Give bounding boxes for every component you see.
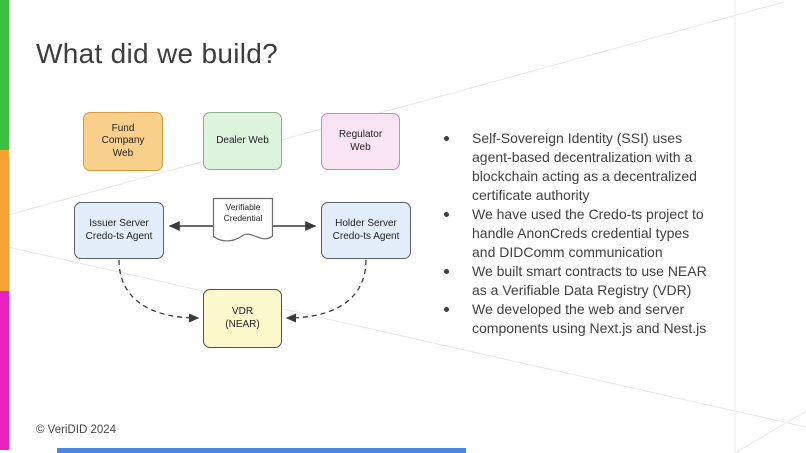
bullet-item-near: We built smart contracts to use NEAR as … <box>430 262 736 300</box>
node-dealer-web-label: Dealer Web <box>216 134 269 146</box>
decor-diagonal-line-lower <box>7 246 806 428</box>
node-holder-server-label: Holder Server Credo-ts Agent <box>332 218 400 242</box>
bullet-list: Self-Sovereign Identity (SSI) uses agent… <box>430 129 736 338</box>
issuer-to-vdr-dashed-arrow <box>118 259 200 323</box>
decor-diagonal-line-upper <box>7 1 785 216</box>
bottom-blue-strip <box>57 448 466 453</box>
accent-bar-magenta <box>0 291 9 450</box>
node-holder-server: Holder Server Credo-ts Agent <box>321 202 411 259</box>
node-issuer-server: Issuer Server Credo-ts Agent <box>74 202 164 259</box>
node-regulator-web-label: Regulator Web <box>338 129 383 153</box>
node-fund-company-web: Fund Company Web <box>83 112 163 171</box>
verifiable-credential-label: Verifiable Credential <box>223 202 263 223</box>
holder-to-vdr-dashed-arrow <box>285 259 367 323</box>
accent-bar-green <box>0 0 9 150</box>
decor-corner-line <box>734 410 806 453</box>
bullet-item-credo: We have used the Credo-ts project to han… <box>430 205 736 262</box>
node-regulator-web: Regulator Web <box>321 113 400 170</box>
slide-title: What did we build? <box>36 38 278 69</box>
node-vdr-near-label: VDR (NEAR) <box>225 306 260 330</box>
node-dealer-web: Dealer Web <box>203 112 282 170</box>
node-vdr-near: VDR (NEAR) <box>203 289 282 348</box>
bullet-item-web: We developed the web and server componen… <box>430 300 736 338</box>
bullet-item-ssi: Self-Sovereign Identity (SSI) uses agent… <box>430 129 736 205</box>
accent-bar-orange <box>0 150 9 291</box>
node-issuer-server-label: Issuer Server Credo-ts Agent <box>85 218 153 242</box>
verifiable-credential-document-shape <box>212 197 274 242</box>
footer-copyright: © VeriDID 2024 <box>36 424 117 436</box>
node-fund-company-web-label: Fund Company Web <box>101 122 145 159</box>
